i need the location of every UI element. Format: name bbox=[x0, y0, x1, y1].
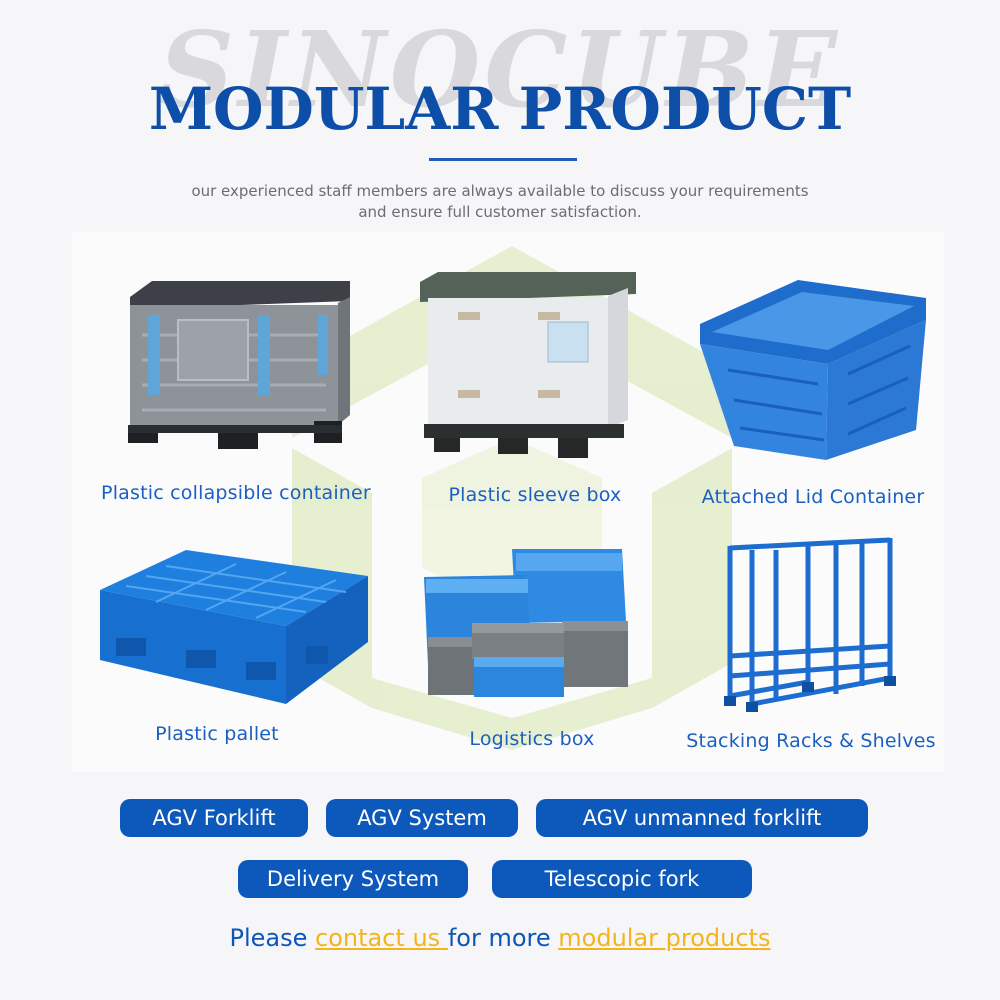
title-divider bbox=[429, 158, 577, 161]
pallet-icon bbox=[100, 550, 368, 704]
product-collapsible-container[interactable] bbox=[118, 275, 358, 465]
sleeve-box-icon bbox=[420, 272, 636, 458]
chip-agv-unmanned-forklift[interactable]: AGV unmanned forklift bbox=[536, 799, 868, 837]
call-to-action: Please contact us for more modular produ… bbox=[0, 924, 1000, 952]
product-sleeve-box[interactable] bbox=[418, 272, 638, 472]
product-stacking-rack[interactable] bbox=[722, 536, 898, 714]
stacking-rack-icon bbox=[724, 537, 896, 712]
product-label-collapsible-container: Plastic collapsible container bbox=[101, 482, 371, 504]
lid-container-icon bbox=[700, 280, 926, 460]
product-logistics-box[interactable] bbox=[422, 545, 630, 701]
chip-agv-system[interactable]: AGV System bbox=[326, 799, 518, 837]
chip-delivery-system[interactable]: Delivery System bbox=[238, 860, 468, 898]
chip-telescopic-fork[interactable]: Telescopic fork bbox=[492, 860, 752, 898]
product-label-pallet: Plastic pallet bbox=[155, 723, 279, 745]
page-subtitle: our experienced staff members are always… bbox=[150, 181, 850, 223]
product-lid-container[interactable] bbox=[698, 280, 930, 464]
brand-watermark: SINOCUBE bbox=[158, 8, 842, 131]
subtitle-line-2: and ensure full customer satisfaction. bbox=[358, 203, 642, 221]
collapsible-container-icon bbox=[128, 281, 350, 449]
product-pallet[interactable] bbox=[96, 546, 372, 708]
subtitle-line-1: our experienced staff members are always… bbox=[191, 182, 809, 200]
product-label-sleeve-box: Plastic sleeve box bbox=[448, 484, 622, 506]
cta-prefix: Please bbox=[229, 924, 316, 952]
product-label-logistics-box: Logistics box bbox=[469, 728, 595, 750]
product-label-stacking-rack: Stacking Racks & Shelves bbox=[686, 730, 936, 752]
cta-middle: for more bbox=[447, 924, 559, 952]
contact-us-link[interactable]: contact us bbox=[315, 924, 448, 952]
modular-products-link[interactable]: modular products bbox=[558, 924, 771, 952]
product-label-lid-container: Attached Lid Container bbox=[701, 486, 925, 508]
logistics-box-icon bbox=[424, 549, 628, 697]
chip-agv-forklift[interactable]: AGV Forklift bbox=[120, 799, 308, 837]
page-title: MODULAR PRODUCT bbox=[148, 75, 852, 143]
